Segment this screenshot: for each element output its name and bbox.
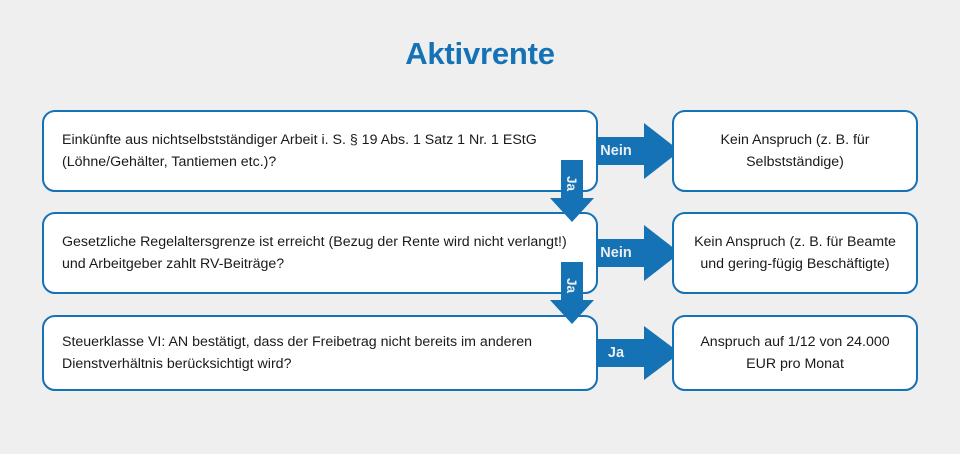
branch-arrow-right-3: Ja bbox=[588, 326, 680, 380]
arrow-down-icon bbox=[550, 262, 594, 324]
question-box-3: Steuerklasse VI: AN bestätigt, dass der … bbox=[42, 315, 598, 391]
arrow-right-icon bbox=[588, 326, 680, 380]
question-text-3: Steuerklasse VI: AN bestätigt, dass der … bbox=[62, 334, 533, 372]
arrow-right-icon bbox=[588, 225, 680, 281]
question-text-1: Einkünfte aus nichtselbstständiger Arbei… bbox=[62, 132, 537, 170]
outcome-text-3: Anspruch auf 1/12 von 24.000 EUR pro Mon… bbox=[700, 334, 890, 372]
arrow-right-icon bbox=[588, 123, 680, 179]
outcome-text-1: Kein Anspruch (z. B. für Selbstständige) bbox=[720, 132, 870, 170]
question-box-2: Gesetzliche Regelaltersgrenze ist erreic… bbox=[42, 212, 598, 294]
branch-arrow-down-2: Ja bbox=[550, 262, 594, 324]
branch-arrow-right-2: Nein bbox=[588, 225, 680, 281]
page-title: Aktivrente bbox=[405, 36, 555, 71]
question-box-1: Einkünfte aus nichtselbstständiger Arbei… bbox=[42, 110, 598, 192]
outcome-text-2: Kein Anspruch (z. B. für Beamte und geri… bbox=[694, 234, 896, 272]
question-text-2: Gesetzliche Regelaltersgrenze ist erreic… bbox=[62, 234, 567, 272]
branch-arrow-down-1: Ja bbox=[550, 160, 594, 222]
outcome-box-1: Kein Anspruch (z. B. für Selbstständige) bbox=[672, 110, 918, 192]
branch-arrow-right-1: Nein bbox=[588, 123, 680, 179]
outcome-box-3: Anspruch auf 1/12 von 24.000 EUR pro Mon… bbox=[672, 315, 918, 391]
outcome-box-2: Kein Anspruch (z. B. für Beamte und geri… bbox=[672, 212, 918, 294]
arrow-down-icon bbox=[550, 160, 594, 222]
